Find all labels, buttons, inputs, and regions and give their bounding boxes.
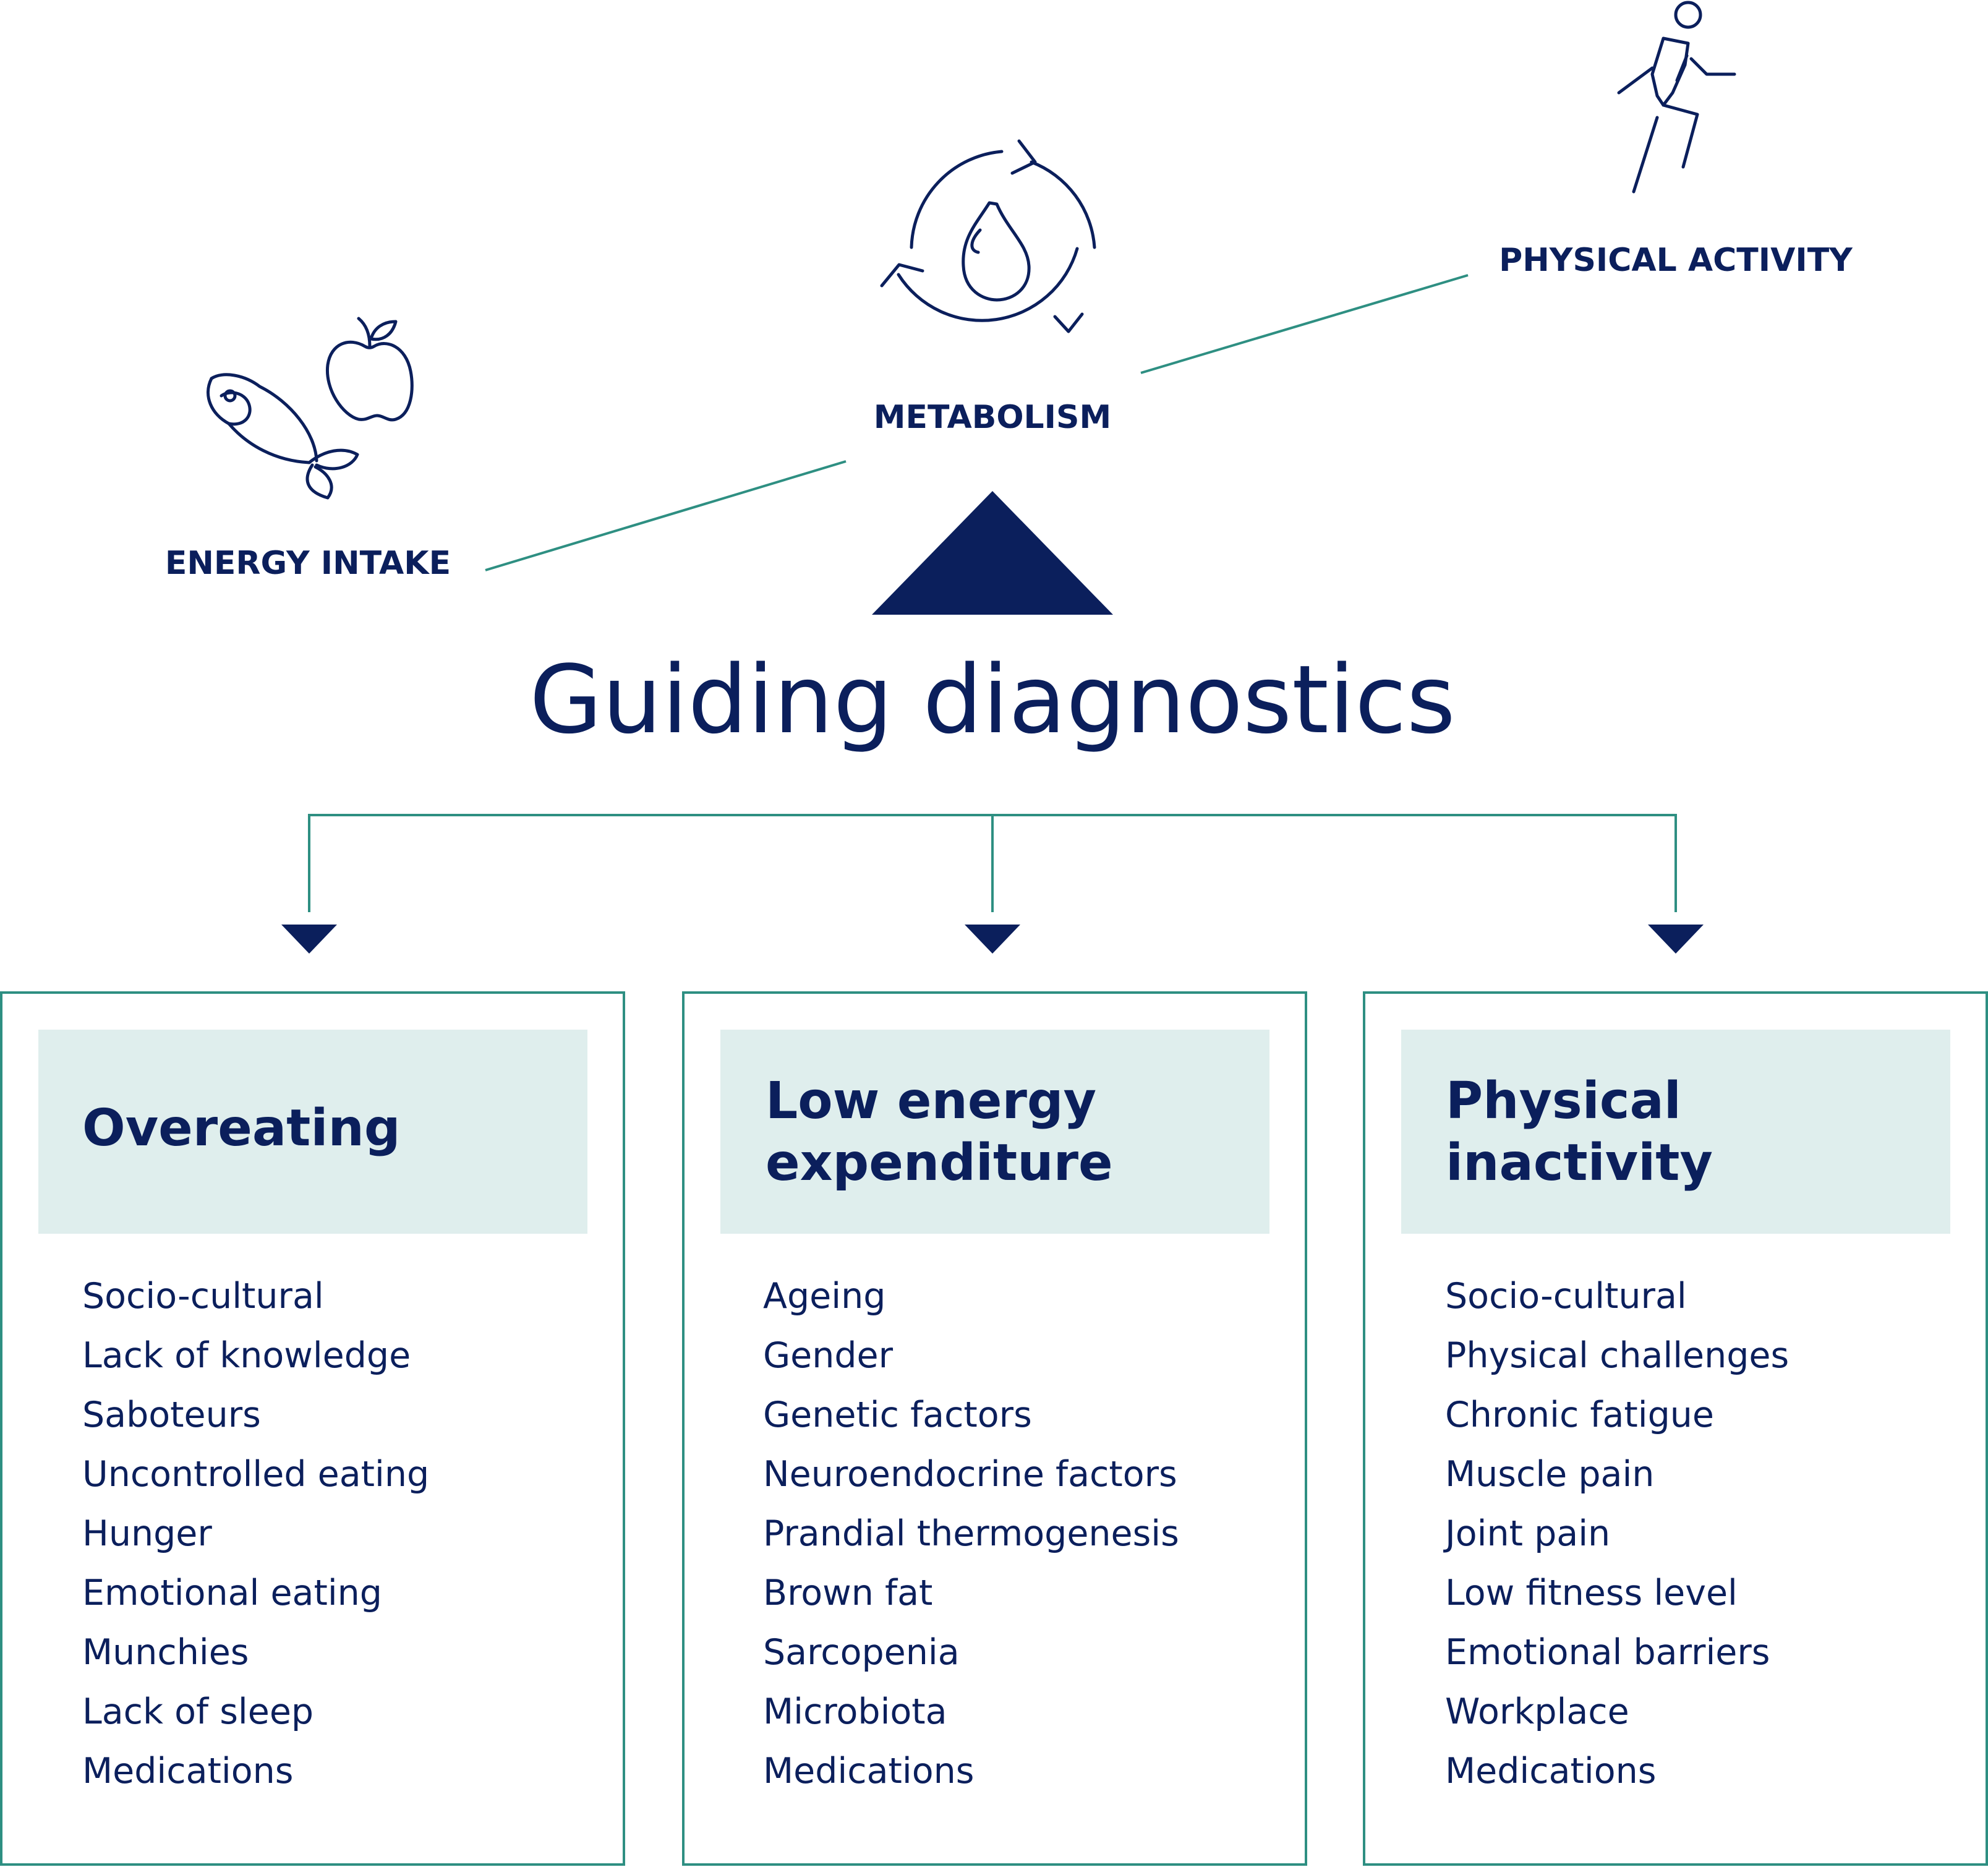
list-item: Sarcopenia (763, 1632, 960, 1673)
box-overeating: Overeating Socio-cultural Lack of knowle… (0, 991, 625, 1866)
box-frame (1363, 991, 1988, 1866)
list-item: Workplace (1445, 1691, 1629, 1732)
energy-intake-label: ENERGY INTAKE (165, 545, 451, 582)
list-item: Low fitness level (1445, 1573, 1738, 1613)
seesaw-beam-left (485, 460, 847, 571)
list-item: Munchies (82, 1632, 249, 1673)
list-item: Uncontrolled eating (82, 1454, 429, 1495)
metabolism-label: METABOLISM (874, 399, 1111, 436)
list-item: Lack of sleep (82, 1691, 314, 1732)
box-heading: Low energy expenditure (766, 1072, 1114, 1192)
box-low-energy-expenditure: Low energy expenditure Ageing Gender Gen… (682, 991, 1307, 1866)
connector-lines (308, 814, 1677, 912)
list-item: Chronic fatigue (1445, 1395, 1714, 1435)
box-heading-line: inactivity (1446, 1134, 1713, 1192)
box-item-list: Socio-cultural Lack of knowledge Saboteu… (82, 1276, 440, 1792)
list-item: Lack of knowledge (82, 1335, 411, 1376)
box-heading-line: expenditure (766, 1134, 1113, 1192)
fish-apple-icon (207, 317, 414, 500)
list-item: Emotional barriers (1445, 1632, 1770, 1673)
box-header (720, 1030, 1269, 1234)
list-item: Physical challenges (1445, 1335, 1789, 1376)
list-item: Hunger (82, 1513, 212, 1554)
list-item: Saboteurs (82, 1395, 261, 1435)
list-item: Prandial thermogenesis (763, 1513, 1179, 1554)
list-item: Socio-cultural (82, 1276, 324, 1317)
list-item: Genetic factors (763, 1395, 1032, 1435)
list-item: Muscle pain (1445, 1454, 1654, 1495)
arrow-low-energy-expenditure (965, 925, 1020, 954)
box-frame (682, 991, 1307, 1866)
box-item-list: Ageing Gender Genetic factors Neuroendoc… (763, 1276, 1190, 1792)
list-item: Medications (1445, 1751, 1656, 1792)
list-item: Brown fat (763, 1573, 932, 1613)
box-header (38, 1030, 587, 1234)
list-item: Joint pain (1443, 1513, 1610, 1554)
box-heading-line: Physical (1446, 1072, 1681, 1130)
physical-activity-label: PHYSICAL ACTIVITY (1499, 242, 1853, 279)
box-heading: Physical inactivity (1446, 1072, 1713, 1192)
arrow-physical-inactivity (1648, 925, 1704, 954)
running-person-icon (1617, 1, 1736, 194)
box-header (1401, 1030, 1950, 1234)
page-title: Guiding diagnostics (529, 645, 1456, 754)
seesaw-beam-right (1140, 274, 1469, 374)
list-item: Medications (82, 1751, 293, 1792)
fulcrum-triangle (872, 491, 1113, 615)
list-item: Gender (763, 1335, 894, 1376)
box-heading: Overeating (82, 1099, 401, 1158)
box-heading-line: Overeating (82, 1099, 401, 1158)
list-item: Emotional eating (82, 1573, 382, 1613)
box-physical-inactivity: Physical inactivity Socio-cultural Physi… (1363, 991, 1988, 1866)
list-item: Neuroendocrine factors (763, 1454, 1177, 1495)
box-frame (0, 991, 625, 1866)
box-item-list: Socio-cultural Physical challenges Chron… (1443, 1276, 1800, 1792)
metabolism-cycle-flame-icon (880, 139, 1096, 333)
box-heading-line: Low energy (766, 1072, 1096, 1130)
arrow-overeating (281, 925, 337, 954)
list-item: Microbiota (763, 1691, 947, 1732)
list-item: Ageing (763, 1276, 885, 1317)
list-item: Medications (763, 1751, 974, 1792)
list-item: Socio-cultural (1445, 1276, 1687, 1317)
